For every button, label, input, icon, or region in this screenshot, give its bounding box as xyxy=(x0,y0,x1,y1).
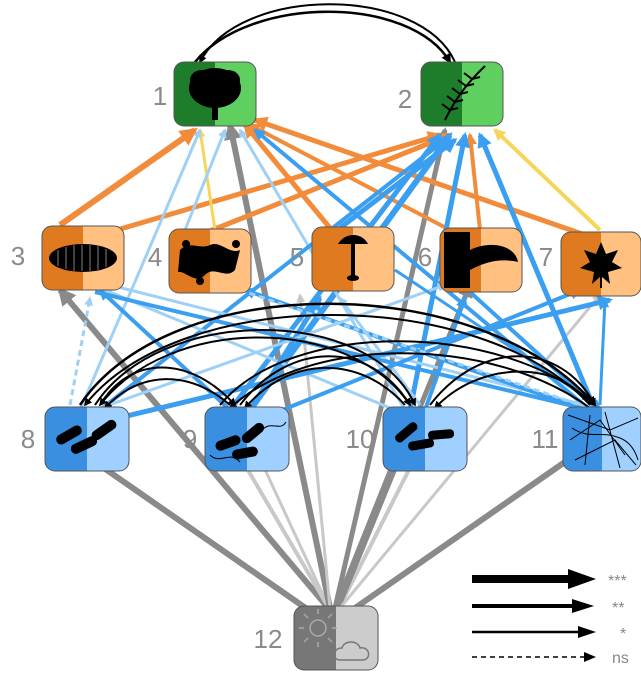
arc-10-9 xyxy=(243,366,406,410)
arc-9-8 xyxy=(103,378,231,410)
edge-8-6 xyxy=(94,283,447,412)
arc-1-2 xyxy=(194,10,452,64)
arc-8-9 xyxy=(99,366,237,407)
edge-5-1 xyxy=(243,122,332,230)
legend-label-4: ns xyxy=(612,650,629,667)
fern-icon xyxy=(441,65,486,121)
node-label-8: 8 xyxy=(21,424,35,454)
edge-12-9b xyxy=(253,446,332,611)
edge-8-1 xyxy=(78,128,202,411)
arc-11-8 xyxy=(84,314,591,407)
node-4: 4 xyxy=(148,228,252,294)
edge-12-7 xyxy=(338,293,602,609)
node-5: 5 xyxy=(290,226,395,292)
edge-12-5 xyxy=(296,293,332,609)
legend: *** ** * ns xyxy=(472,569,629,667)
node-10: 10 xyxy=(346,406,468,472)
node-label-12: 12 xyxy=(254,624,283,654)
legend-item-1: *** xyxy=(472,569,627,590)
node-label-1: 1 xyxy=(153,81,167,111)
node-12: 12 xyxy=(254,605,379,671)
node-1: 1 xyxy=(153,61,257,127)
arc-8-11 xyxy=(78,302,597,407)
node-label-2: 2 xyxy=(398,84,412,114)
edge-11-2 xyxy=(477,132,598,411)
edge-3-11 xyxy=(94,290,593,414)
edge-10-3 xyxy=(103,288,396,412)
node-label-6: 6 xyxy=(418,242,432,272)
edge-8-2 xyxy=(98,138,447,412)
arc-11-10 xyxy=(433,370,591,410)
edge-5-2 xyxy=(338,138,458,230)
arc-9-11 xyxy=(219,340,597,407)
bracket-fungus-icon xyxy=(444,232,518,288)
node-7: 7 xyxy=(539,231,641,297)
edge-12-10b xyxy=(336,445,422,611)
edges-orange xyxy=(58,116,602,238)
edge-6-2 xyxy=(465,132,482,231)
arc-9-10 xyxy=(239,355,411,407)
arc-10-11 xyxy=(429,355,596,407)
isopod-icon xyxy=(49,244,117,272)
edge-12-9 xyxy=(233,445,332,612)
edge-4-1 xyxy=(196,128,217,231)
tree-icon xyxy=(189,68,241,120)
flagellated-bacteria-icon xyxy=(209,421,287,463)
edge-12-3 xyxy=(57,287,333,612)
sun-cloud-icon xyxy=(299,609,370,661)
node-label-10: 10 xyxy=(346,424,375,454)
filamentous-bacteria-icon xyxy=(395,422,455,451)
node-label-11: 11 xyxy=(532,424,559,454)
arc-11-9 xyxy=(228,352,591,410)
edge-3-1 xyxy=(58,127,198,228)
edges-blue xyxy=(68,128,613,423)
legend-label-1: *** xyxy=(608,573,627,590)
node-label-4: 4 xyxy=(148,242,162,272)
edge-4-11 xyxy=(239,288,597,412)
edge-10-6 xyxy=(423,295,468,411)
edge-12-11 xyxy=(343,445,588,618)
node-8: 8 xyxy=(21,406,130,472)
edge-12-2 xyxy=(332,127,450,609)
legend-label-2: ** xyxy=(612,600,624,617)
mushroom-icon xyxy=(338,235,368,281)
node-label-3: 3 xyxy=(11,241,25,271)
maple-leaf-icon xyxy=(580,242,622,288)
node-6: 6 xyxy=(418,227,523,293)
edge-11-7 xyxy=(598,298,610,406)
legend-label-3: * xyxy=(620,626,626,643)
node-9: 9 xyxy=(183,406,290,472)
edge-12-8 xyxy=(72,445,322,621)
legend-item-3: * xyxy=(472,626,626,643)
edge-4-1-lb xyxy=(183,128,227,231)
edge-6-11 xyxy=(468,290,602,412)
mycelium-icon xyxy=(178,240,240,285)
network-icon xyxy=(567,411,639,469)
node-label-5: 5 xyxy=(290,242,304,272)
edge-8-3 xyxy=(68,296,94,406)
node-label-9: 9 xyxy=(183,424,197,454)
edge-7-2 xyxy=(493,128,602,232)
legend-item-2: ** xyxy=(472,599,624,617)
node-3: 3 xyxy=(11,225,125,291)
arc-8-10 xyxy=(94,329,417,407)
legend-item-4: ns xyxy=(472,650,629,667)
node-11: 11 xyxy=(532,406,641,472)
edge-4-2 xyxy=(199,132,453,238)
edge-3-2 xyxy=(99,131,443,238)
node-2: 2 xyxy=(398,61,504,127)
arc-2-1 xyxy=(199,3,456,64)
edges-black-arcs xyxy=(78,3,597,410)
rod-bacteria-icon xyxy=(56,419,117,454)
node-label-7: 7 xyxy=(539,242,553,272)
